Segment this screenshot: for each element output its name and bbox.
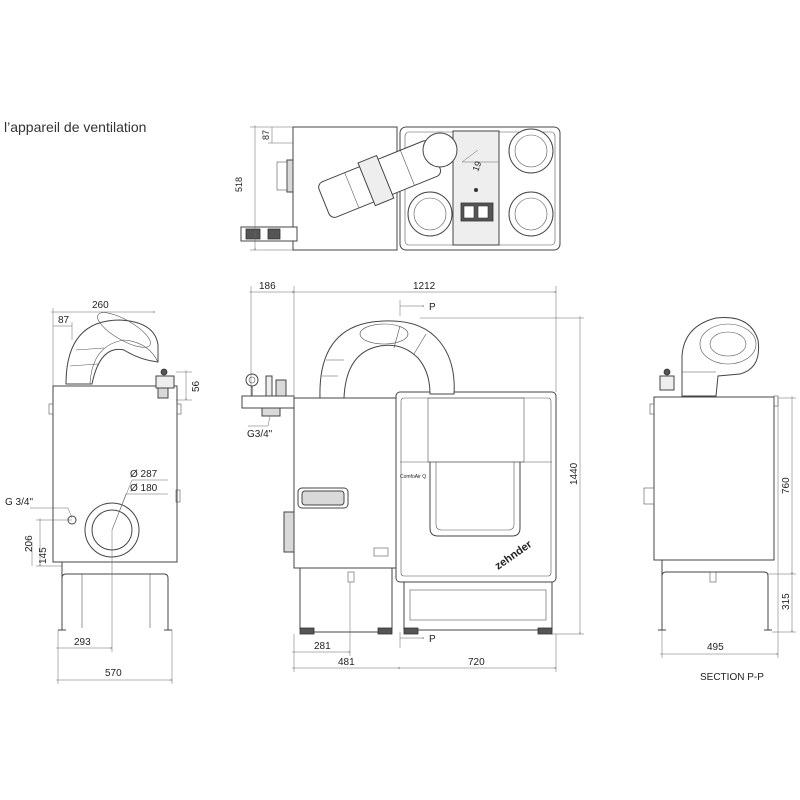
dim-145: 145: [38, 547, 49, 564]
dim-1440: 1440: [569, 462, 580, 485]
dim-1212: 1212: [413, 281, 436, 292]
dim-495: 495: [707, 642, 724, 653]
diagram-heading: l’appareil de ventilation: [4, 119, 147, 135]
top-view: [240, 127, 561, 251]
dim-g34-front: G3/4": [247, 429, 273, 440]
dim-260: 260: [92, 300, 109, 311]
dim-760: 760: [781, 477, 792, 494]
section-p-bottom: P: [429, 634, 436, 645]
dim-87-left: 87: [58, 315, 70, 326]
dim-293: 293: [74, 637, 91, 648]
dim-720: 720: [468, 657, 485, 668]
section-p-top: P: [429, 302, 436, 313]
section-view: [643, 316, 796, 658]
dim-570: 570: [105, 668, 122, 679]
front-view: zehnder ComfoAir Q: [241, 286, 584, 672]
dim-518-top: 518: [234, 177, 244, 192]
dim-g34-left: G 3/4": [5, 497, 33, 508]
dim-d180: Ø 180: [130, 483, 158, 494]
dim-481: 481: [338, 657, 355, 668]
dim-315: 315: [781, 593, 792, 610]
dim-186: 186: [259, 281, 276, 292]
dim-281: 281: [314, 641, 331, 652]
left-side-view: [30, 308, 192, 684]
section-label: SECTION P-P: [700, 672, 764, 683]
dim-206: 206: [24, 535, 35, 552]
dim-87-top: 87: [261, 130, 271, 140]
dim-56: 56: [191, 380, 202, 392]
dim-19-angle: 19: [470, 160, 483, 173]
model-label: ComfoAir Q: [400, 474, 426, 480]
dim-d287: Ø 287: [130, 469, 158, 480]
